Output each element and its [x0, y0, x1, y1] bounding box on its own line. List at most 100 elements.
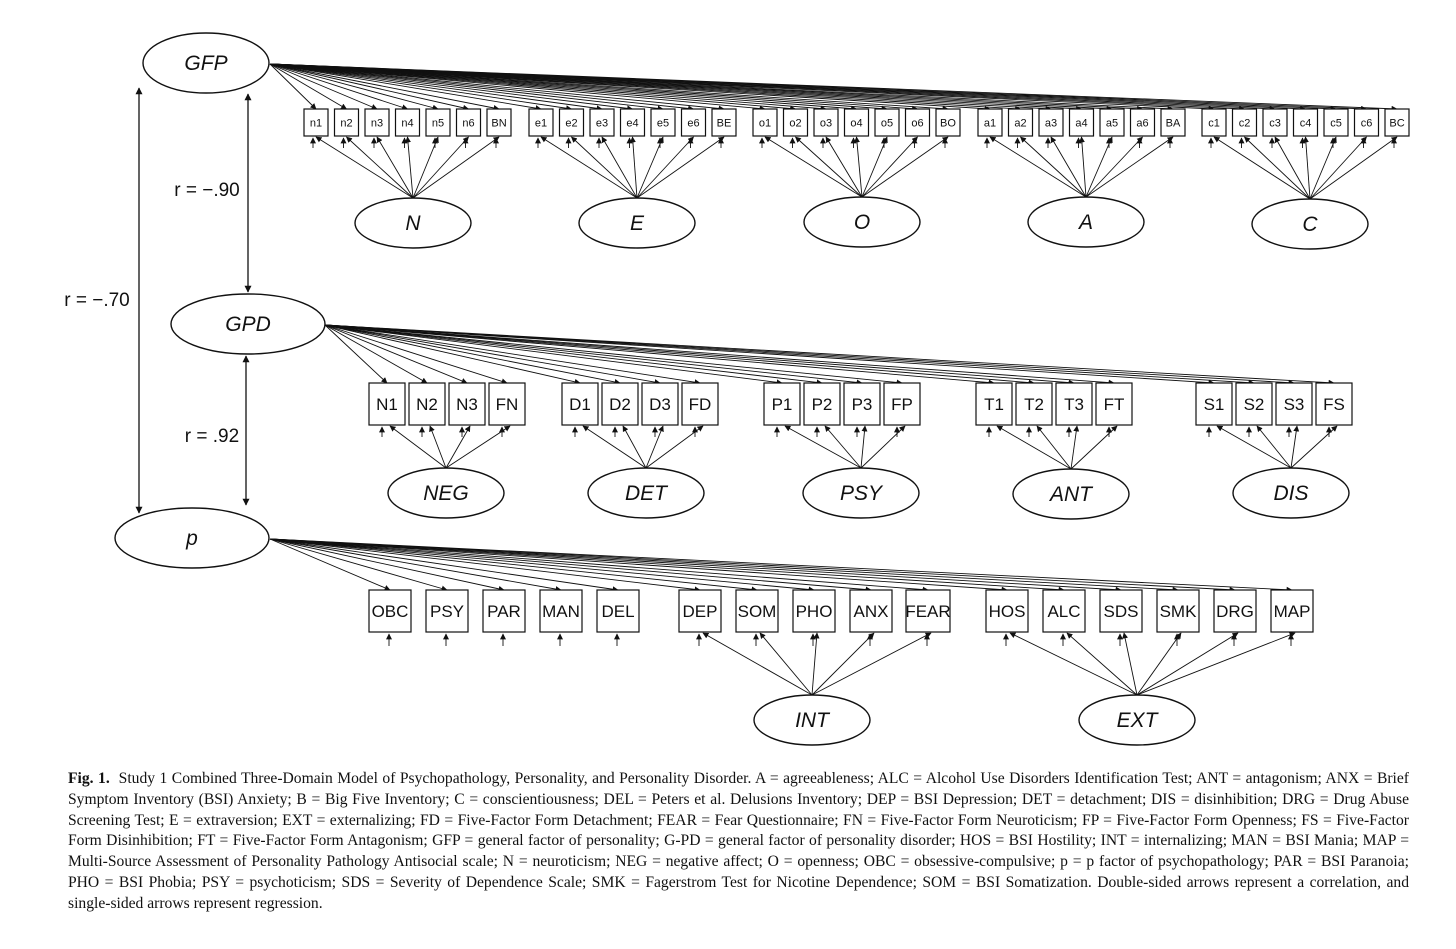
- indicator-o-o1-box: [752, 108, 778, 137]
- path-ext-sds: [1122, 632, 1138, 696]
- indicator-det-d3-box: [641, 382, 679, 426]
- path-lines: [135, 63, 1398, 696]
- path-a-a4: [1078, 136, 1087, 198]
- indicator-a-a2-label: a2: [1014, 118, 1026, 130]
- indicator-dis-fs-label: FS: [1323, 395, 1345, 414]
- path-psy-p3: [860, 425, 868, 469]
- path-n-n5: [412, 136, 439, 199]
- path-gfp-n2: [269, 63, 348, 110]
- indicator-e-e5-label: e5: [657, 118, 669, 130]
- factor-dis-label: DIS: [1273, 482, 1308, 505]
- indicator-c-c5-box: [1323, 108, 1349, 137]
- indicator-o-o1-label: o1: [759, 118, 771, 130]
- indicator-anx-int-box: [849, 589, 893, 633]
- indicator-sds-ext-label: SDS: [1104, 602, 1139, 621]
- factor-psy-ellipse: [802, 467, 920, 519]
- path-p-fear: [269, 538, 929, 593]
- path-psy-p2: [824, 425, 862, 469]
- path-gpd-p2: [324, 324, 823, 386]
- indicator-map-ext-label: MAP: [1274, 602, 1311, 621]
- path-c-c6: [1309, 136, 1367, 200]
- path-o-o4: [854, 136, 863, 198]
- indicator-neg-n3-box: [448, 382, 486, 426]
- path-c-c2: [1244, 136, 1311, 200]
- indicator-c-c2-box: [1231, 108, 1258, 137]
- indicator-c-c4-label: c4: [1300, 118, 1312, 130]
- path-o-o1: [764, 136, 863, 198]
- indicator-neg-fn-label: FN: [496, 395, 519, 414]
- path-gpd-d1: [324, 324, 581, 385]
- indicator-o-o3-box: [813, 108, 839, 137]
- indicator-n-n6-box: [455, 108, 482, 137]
- indicator-e-e6-label: e6: [687, 118, 699, 130]
- indicator-a-a4-label: a4: [1075, 118, 1087, 130]
- indicator-psy-p2-box: [803, 382, 841, 426]
- indicator-alc-ext-box: [1042, 589, 1086, 633]
- indicator-o-o2-label: o2: [789, 118, 801, 130]
- indicator-o-o5-label: o5: [881, 118, 893, 130]
- path-neg-n1: [389, 425, 447, 469]
- indicator-e-e4-label: e4: [626, 118, 638, 130]
- factor-det-ellipse: [587, 467, 705, 519]
- indicator-e-e2-box: [558, 108, 585, 137]
- indicator-alc-ext-label: ALC: [1047, 602, 1080, 621]
- indicator-o-o6-box: [904, 108, 931, 137]
- path-p-dep: [269, 538, 701, 593]
- indicator-a-a6-box: [1129, 108, 1156, 137]
- path-c-c1: [1213, 136, 1311, 200]
- path-dis-s2: [1256, 425, 1292, 469]
- indicator-drg-ext-label: DRG: [1216, 602, 1254, 621]
- factor-a-label: A: [1077, 211, 1093, 234]
- indicator-psy-fp-label: FP: [891, 395, 913, 414]
- path-e-e5: [636, 136, 664, 199]
- indicator-psy-p3-label: P3: [852, 395, 873, 414]
- indicator-n-n4-label: n4: [401, 118, 413, 130]
- indicator-o-o4-box: [843, 108, 870, 137]
- indicator-c-c2-label: c2: [1239, 118, 1251, 130]
- indicator-psy-p2-label: P2: [812, 395, 833, 414]
- path-a-a5: [1085, 136, 1113, 198]
- indicator-obc-p-label: OBC: [372, 602, 409, 621]
- path-o-o5: [861, 136, 888, 198]
- factor-gfp-label: GFP: [184, 52, 227, 75]
- indicator-c-bc-box: [1384, 108, 1410, 137]
- indicator-som-int-label: SOM: [738, 602, 777, 621]
- path-gpd-fn: [324, 324, 508, 385]
- indicator-neg-n3-label: N3: [456, 395, 478, 414]
- indicator-det-d1-box: [561, 382, 599, 426]
- indicator-dep-int-label: DEP: [683, 602, 718, 621]
- path-ext-map: [1136, 632, 1296, 696]
- indicator-a-a3-label: a3: [1045, 118, 1057, 130]
- indicator-n-n5-label: n5: [432, 118, 444, 130]
- indicator-psy-p3-box: [843, 382, 881, 426]
- indicator-o-bo-label: BO: [940, 118, 956, 130]
- path-p-psy: [269, 538, 448, 592]
- indicator-c-bc-label: BC: [1389, 118, 1404, 130]
- indicator-det-d1-label: D1: [569, 395, 591, 414]
- path-dis-fs: [1290, 425, 1338, 469]
- indicator-fear-int-box: [905, 589, 951, 633]
- path-gpd-d2: [324, 324, 621, 385]
- path-neg-fn: [445, 425, 511, 469]
- indicator-det-fd-box: [681, 382, 719, 426]
- path-det-d1: [582, 425, 647, 469]
- indicator-o-bo-box: [935, 108, 961, 137]
- path-gfp-e4: [269, 63, 634, 112]
- indicator-ant-ft-label: FT: [1104, 395, 1125, 414]
- path-n-n2: [346, 136, 414, 199]
- indicator-n-n2-box: [333, 108, 360, 137]
- indicator-a-ba-label: BA: [1166, 118, 1181, 130]
- indicator-e-e3-box: [589, 108, 615, 137]
- indicator-n-n4-box: [394, 108, 421, 137]
- path-p-map: [269, 538, 1293, 593]
- indicator-det-d2-label: D2: [609, 395, 631, 414]
- indicator-dep-int-box: [678, 589, 722, 633]
- path-o-bo: [861, 136, 949, 198]
- factor-int-label: INT: [795, 709, 831, 732]
- factor-o-ellipse: [803, 196, 921, 248]
- path-o-o6: [861, 136, 918, 198]
- indicator-pho-int-label: PHO: [796, 602, 833, 621]
- indicator-e-e6-box: [680, 108, 707, 137]
- path-e-e1: [540, 136, 638, 199]
- path-p-anx: [269, 538, 872, 593]
